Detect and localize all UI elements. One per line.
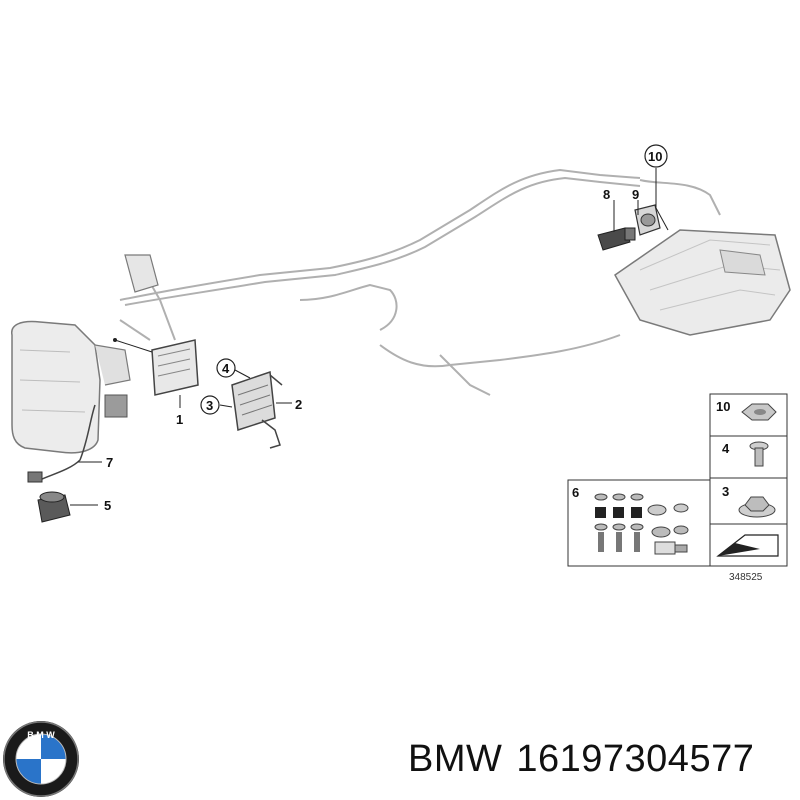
brand-part-number: BMW 16197304577 <box>408 738 754 781</box>
nut-icon <box>741 403 777 421</box>
callout-2: 2 <box>295 397 302 412</box>
table-label-3: 3 <box>722 484 729 499</box>
callout-8: 8 <box>603 187 610 202</box>
callout-1: 1 <box>176 412 183 427</box>
table-label-6: 6 <box>572 485 579 500</box>
screw-icon <box>749 441 769 467</box>
callout-10-ring <box>644 144 668 168</box>
connector-part-8 <box>597 227 636 251</box>
callout-7: 7 <box>106 455 113 470</box>
logo-letters: B M W <box>27 730 55 740</box>
tank-assembly-right <box>614 229 791 336</box>
image-number: 348525 <box>729 572 763 583</box>
flange-nut-icon <box>738 496 776 518</box>
parts-table <box>567 393 788 567</box>
callout-10: 10 <box>648 149 662 164</box>
table-label-10: 10 <box>716 399 730 414</box>
callout-9: 9 <box>632 187 639 202</box>
bmw-logo-icon: B M W <box>3 721 79 797</box>
arrow-icon <box>716 534 779 557</box>
hardware-kit-icon <box>594 493 689 555</box>
callout-5: 5 <box>104 498 111 513</box>
callout-3: 3 <box>206 398 213 413</box>
fuel-lines <box>119 168 721 396</box>
callout-4: 4 <box>222 361 230 376</box>
part-number: 16197304577 <box>516 738 755 780</box>
leader-lines <box>70 168 669 506</box>
clip-part-9 <box>634 204 661 236</box>
table-label-4: 4 <box>722 441 730 456</box>
bracket-part-2 <box>231 370 283 449</box>
callout-3-ring <box>200 395 220 415</box>
tank-assembly-left <box>11 254 159 454</box>
brand-name: BMW <box>408 738 503 780</box>
callout-4-ring <box>216 358 236 378</box>
sensor-part-5 <box>27 404 96 523</box>
control-unit-part-1 <box>113 338 199 396</box>
